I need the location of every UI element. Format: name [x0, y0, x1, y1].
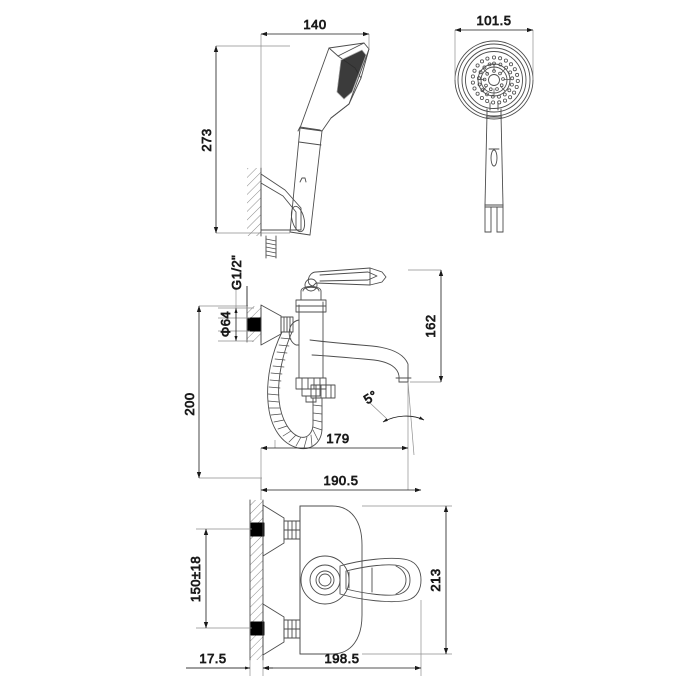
- dimension-140: 140: [260, 17, 370, 37]
- mixer-body-front: [299, 505, 363, 655]
- dimension-101-5-label: 101.5: [476, 13, 511, 28]
- wall-hatch-bottom: [250, 500, 263, 660]
- dimension-273: 273: [199, 45, 219, 234]
- dimension-179: 179: [260, 431, 409, 451]
- lever-handle-front: [339, 557, 422, 603]
- spout-side: [309, 339, 412, 383]
- dimension-g-half-inch-label: G1/2": [229, 255, 244, 290]
- dimension-213-label: 213: [428, 568, 443, 591]
- view-mixer-side: [246, 267, 412, 450]
- dimension-273-label: 273: [199, 128, 214, 151]
- escutcheon-side: [260, 304, 282, 346]
- shower-holder: [260, 173, 306, 233]
- mode-button: [490, 149, 498, 167]
- wall-hatch-top: [247, 168, 261, 236]
- dimension-angle-5-label: 5°: [361, 387, 380, 407]
- view-handset-front: [454, 40, 534, 233]
- dimension-200-label: 200: [182, 392, 197, 415]
- handset-head-side: [299, 42, 370, 132]
- dimension-layer: 140 273 101.5 G1/2" Φ64 162: [182, 13, 534, 676]
- spray-holes-outer: [470, 55, 520, 105]
- view-mixer-front: [249, 499, 422, 661]
- inlet-connector-upper: [250, 522, 265, 537]
- inlet-connector-mid: [247, 317, 262, 332]
- dimension-213: 213: [428, 505, 449, 655]
- handset-body-side: [289, 126, 323, 236]
- dimension-198-5-label: 198.5: [324, 651, 359, 666]
- hose-stub-top: [265, 235, 277, 259]
- view-handset-side: [247, 42, 370, 259]
- spray-face-outer: [454, 40, 534, 120]
- lever-handle-side: [307, 267, 387, 287]
- dimension-phi64: Φ64: [218, 307, 254, 342]
- dimension-17-5-label: 17.5: [199, 651, 226, 666]
- mixer-body-side: [288, 278, 327, 379]
- inlet-connector-lower: [250, 621, 265, 636]
- dimension-phi64-label: Φ64: [218, 311, 233, 337]
- hose-nut: [280, 316, 294, 333]
- dimension-150-18-label: 150±18: [188, 556, 203, 602]
- dimension-g-half-inch: G1/2": [229, 254, 248, 306]
- dimension-200: 200: [182, 305, 202, 479]
- dimension-190-5-label: 190.5: [323, 473, 358, 488]
- escutcheon-lower-front: [262, 603, 301, 656]
- spray-holes-mid: [476, 61, 515, 99]
- dimension-angle-5: 5°: [361, 381, 425, 456]
- dimension-179-label: 179: [326, 431, 349, 446]
- dimension-198-5: 198.5: [262, 651, 422, 671]
- dimension-162: 162: [423, 269, 444, 383]
- dimension-162-label: 162: [423, 314, 438, 337]
- face-plate-ribs: [477, 64, 511, 96]
- handle-hub-front: [300, 555, 350, 605]
- dimension-150-18: 150±18: [188, 528, 209, 629]
- dimension-190-5: 190.5: [260, 473, 422, 493]
- dimension-101-5: 101.5: [454, 13, 534, 33]
- dimension-140-label: 140: [303, 17, 326, 32]
- flexible-hose: [267, 331, 336, 450]
- escutcheon-upper-front: [262, 504, 301, 557]
- hose-coils: [267, 337, 323, 449]
- handset-body-front: [484, 102, 504, 233]
